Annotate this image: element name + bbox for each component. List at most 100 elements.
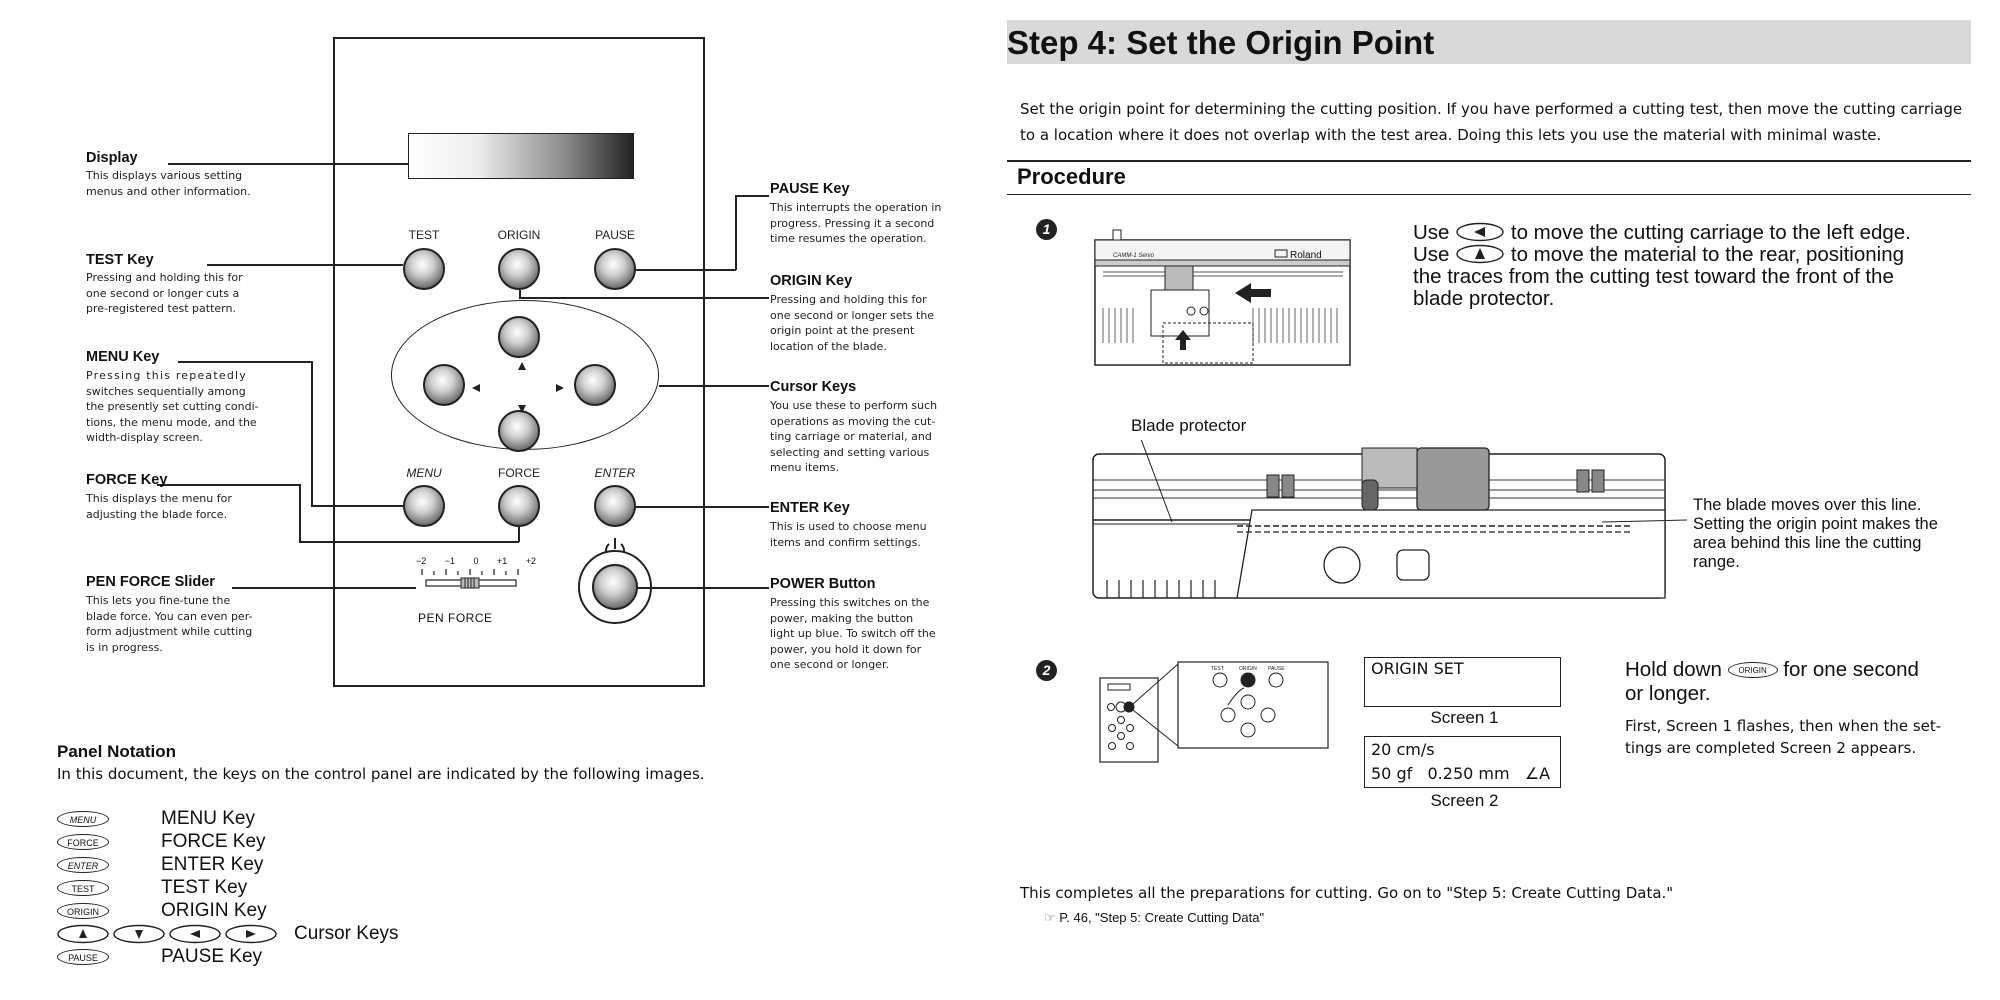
svg-text:ORIGIN: ORIGIN: [1239, 666, 1257, 672]
leader-line: [636, 506, 769, 508]
cursor-up-key[interactable]: [498, 316, 540, 358]
test-key-icon: TEST: [57, 879, 109, 896]
step2-text: Hold down ORIGIN for one second or longe…: [1625, 658, 1919, 706]
screen-1-display: ORIGIN SET: [1364, 657, 1561, 707]
svg-text:PAUSE: PAUSE: [1268, 666, 1285, 672]
pause-key-icon: PAUSE: [57, 948, 109, 965]
power-button[interactable]: [592, 564, 638, 610]
conclusion-text: This completes all the preparations for …: [1020, 884, 1674, 902]
notation-label: MENU Key: [161, 808, 255, 829]
text-rest: for one second: [1783, 658, 1919, 681]
leader-line: [311, 505, 403, 507]
blade-line-note: The blade moves over this line. Setting …: [1693, 496, 1938, 572]
screen-2-line: 50 gf 0.250 mm ∠A: [1371, 764, 1551, 783]
text-rest: to move the material to the rear, positi…: [1510, 243, 1905, 266]
text-line: tings are completed Screen 2 appears.: [1625, 739, 1917, 757]
test-annotation-body: Pressing and holding this for one second…: [86, 270, 266, 317]
blade-protector-illustration: [1092, 440, 1688, 599]
text-line: adjusting the blade force.: [86, 507, 228, 521]
notation-row: ENTER ENTER Key: [57, 854, 263, 876]
text-line: items and confirm settings.: [770, 535, 921, 549]
notation-label: PAUSE Key: [161, 946, 263, 967]
enter-annotation-body: This is used to choose menu items and co…: [770, 519, 970, 550]
reference-link[interactable]: ☞ P. 46, "Step 5: Create Cutting Data": [1044, 910, 1264, 926]
notation-label: FORCE Key: [161, 831, 266, 852]
notation-label: Cursor Keys: [294, 923, 399, 944]
pointing-hand-icon: ☞: [1044, 910, 1056, 925]
cutter-top-illustration: CAMM-1 Servo: [1094, 229, 1351, 366]
procedure-heading: Procedure: [1017, 164, 1126, 189]
scale-mark: −2: [416, 556, 427, 566]
leader-line: [178, 361, 312, 363]
panel-notation-title: Panel Notation: [57, 742, 177, 761]
leader-line: [519, 297, 769, 299]
pause-key-label: PAUSE: [595, 228, 635, 242]
pen-force-annotation-body: This lets you fine-tune the blade force.…: [86, 593, 276, 655]
enter-key-label: ENTER: [594, 466, 636, 480]
origin-key-label: ORIGIN: [497, 228, 541, 242]
svg-text:TEST: TEST: [1211, 666, 1224, 672]
text-line: This lets you fine-tune the: [86, 594, 231, 607]
text-line: area behind this line the cutting: [1693, 534, 1922, 552]
leader-line: [157, 484, 300, 486]
cursor-left-key[interactable]: [423, 364, 465, 406]
text-line: is in progress.: [86, 640, 163, 654]
pen-force-slider[interactable]: [416, 568, 526, 594]
roland-brand: Roland: [1290, 250, 1322, 261]
reference-text: P. 46, "Step 5: Create Cutting Data": [1059, 910, 1265, 925]
leader-line: [168, 163, 408, 165]
notation-row: TEST TEST Key: [57, 877, 247, 899]
text-line: the presently set cutting condi-: [86, 400, 259, 413]
text-line: one second or longer cuts a: [86, 286, 240, 300]
notation-row-cursor: Cursor Keys: [57, 923, 399, 945]
control-panel: [333, 37, 705, 687]
text-line: blade protector.: [1413, 287, 1555, 310]
step-intro: Set the origin point for determining the…: [1020, 96, 1962, 148]
screen-2-caption: Screen 2: [1430, 791, 1499, 810]
cursor-right-key[interactable]: [574, 364, 616, 406]
cursor-down-key[interactable]: [498, 410, 540, 452]
text-rest: to move the cutting carriage to the left…: [1510, 221, 1911, 244]
text-line: Hold down ORIGIN for one second: [1625, 658, 1919, 682]
text-line: This displays the menu for: [86, 492, 232, 505]
text-line: operations as moving the cut-: [770, 414, 936, 428]
pause-annotation-title: PAUSE Key: [770, 181, 850, 197]
text-line: selecting and setting various: [770, 445, 930, 459]
leader-line: [207, 264, 403, 266]
force-key[interactable]: [498, 485, 540, 527]
step1-text: Use to move the cutting carriage to the …: [1413, 222, 1973, 310]
leader-line: [311, 361, 313, 506]
test-key[interactable]: [403, 248, 445, 290]
pause-key[interactable]: [594, 248, 636, 290]
text-line: The blade moves over this line.: [1693, 496, 1922, 514]
text-line: range.: [1693, 553, 1740, 571]
scale-mark: 0: [473, 556, 479, 566]
pen-force-label: PEN FORCE: [418, 611, 493, 625]
notation-row: FORCE FORCE Key: [57, 831, 266, 853]
notation-label: ENTER Key: [161, 854, 264, 875]
text-hold: Hold down: [1625, 658, 1722, 681]
pause-annotation-body: This interrupts the operation in progres…: [770, 200, 970, 247]
leader-line: [232, 587, 416, 589]
force-annotation-title: FORCE Key: [86, 472, 168, 488]
text-line: Set the origin point for determining the…: [1020, 100, 1963, 118]
force-annotation-body: This displays the menu for adjusting the…: [86, 491, 276, 522]
menu-key[interactable]: [403, 485, 445, 527]
force-key-label: FORCE: [498, 466, 540, 480]
text-line: Pressing and holding this for: [86, 271, 243, 284]
origin-key[interactable]: [498, 248, 540, 290]
display-screen: [408, 133, 634, 179]
text-line: tions, the menu mode, and the: [86, 415, 257, 429]
step-title-bar: [1007, 20, 1971, 64]
force-key-icon: FORCE: [57, 833, 109, 850]
text-line: First, Screen 1 flashes, then when the s…: [1625, 717, 1942, 735]
leader-line: [519, 290, 521, 298]
text-line: form adjustment while cutting: [86, 625, 253, 638]
leader-line: [518, 527, 520, 542]
leader-line: [299, 541, 519, 543]
svg-text:CAMM-1 Servo: CAMM-1 Servo: [1113, 253, 1155, 259]
enter-key[interactable]: [594, 485, 636, 527]
text-line: power, making the button: [770, 611, 914, 625]
text-line: to a location where it does not overlap …: [1020, 126, 1882, 144]
text-line: This is used to choose menu: [770, 520, 927, 533]
